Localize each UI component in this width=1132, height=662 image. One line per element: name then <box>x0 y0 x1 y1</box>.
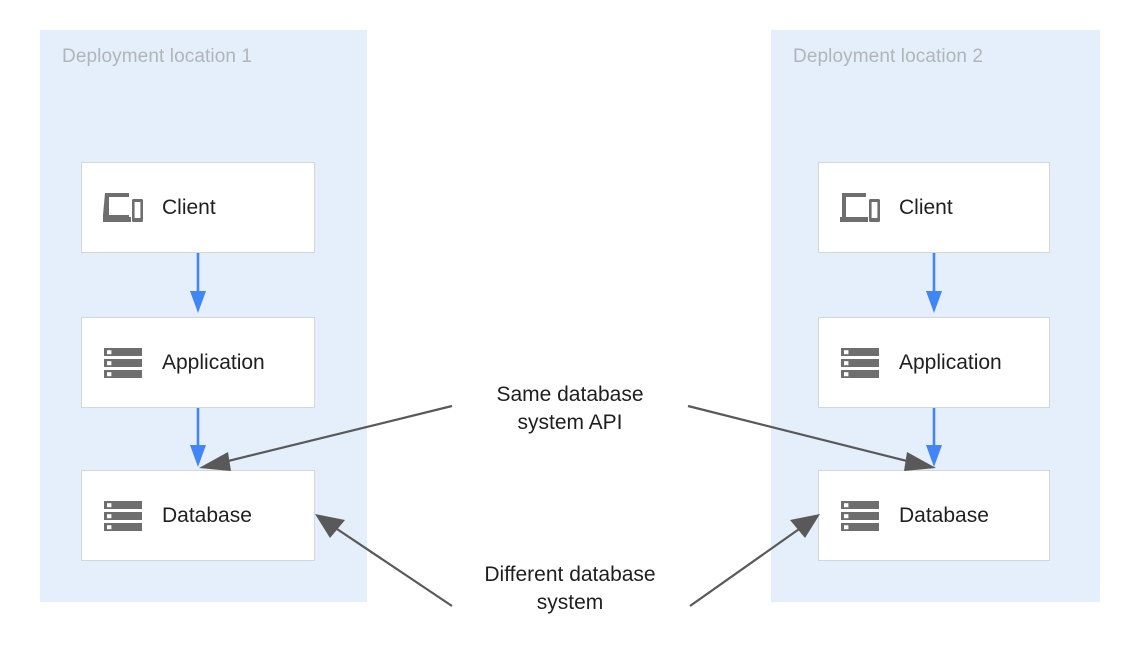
devices-icon <box>101 186 145 230</box>
server-icon <box>838 341 882 385</box>
server-icon <box>101 341 145 385</box>
node-client-1[interactable]: Client <box>81 162 315 253</box>
node-label: Application <box>162 350 265 374</box>
node-label: Application <box>899 350 1002 374</box>
node-label: Client <box>162 195 216 219</box>
node-database-2[interactable]: Database <box>818 470 1050 561</box>
panel-title-1: Deployment location 1 <box>62 46 253 67</box>
node-application-1[interactable]: Application <box>81 317 315 408</box>
server-icon <box>838 494 882 538</box>
server-icon <box>101 494 145 538</box>
node-label: Database <box>162 503 252 527</box>
annotation-different-system: Different database system <box>484 563 656 614</box>
annotation-same-api: Same database system API <box>496 383 644 434</box>
panel-title-2: Deployment location 2 <box>793 46 984 67</box>
node-application-2[interactable]: Application <box>818 317 1050 408</box>
node-label: Database <box>899 503 989 527</box>
node-client-2[interactable]: Client <box>818 162 1050 253</box>
devices-icon <box>838 186 882 230</box>
node-label: Client <box>899 195 953 219</box>
node-database-1[interactable]: Database <box>81 470 315 561</box>
